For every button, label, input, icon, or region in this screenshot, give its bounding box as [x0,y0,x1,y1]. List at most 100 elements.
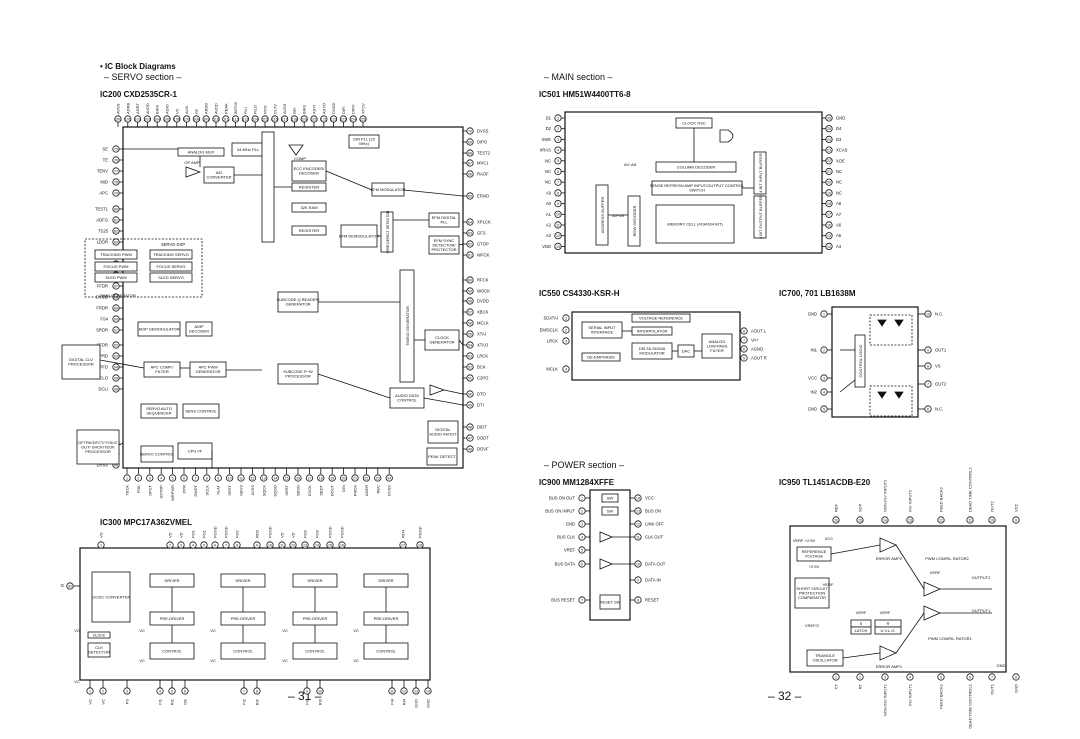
ic501-right-pin [825,210,833,218]
ic200-right-pin-label: DTO [477,392,487,397]
page-number-right: – 32 – [768,689,802,703]
ic300-top-pin-label: FO1 [191,529,196,538]
ic200-top-pin-label: BOTM [233,102,238,114]
ic501-right-pin-label: A7 [836,212,842,217]
ic550-de-emphasis-label: DE-EMPHASIS [587,354,615,359]
ic900-left-pin-label: BUS RESET [551,598,575,603]
ic200-top-pin-label: AVSS [282,103,287,114]
ic900-reset-sw [599,594,621,610]
ic200-bottom-pin-label: XRST [284,484,289,495]
ic200-wire [423,397,464,406]
ic550-dac-label: DAC [682,348,691,353]
ic200-top-pin-label: AUX [184,105,189,114]
ic300-top-pin-label: FO3 [315,529,320,538]
ic200-left-pin-label: SFDR [97,343,108,348]
ic300-bottom-pin-label: VC [88,699,93,705]
ic200-efm-demodulator-label: EFM DEMODULATOR [339,233,379,238]
ic200-efm-modulator-label: EFM MODULATOR [371,187,406,192]
ic200-left-pin-num: 90 [114,317,118,321]
ic200-right-pin [466,390,474,398]
ic200-focus-pwm [94,261,138,272]
ic950-pwm2: PWM COMPA- RATOR2 [925,556,969,561]
ic501-address-buffer-label: ADDRESS BUFFER [600,197,605,234]
ic200-bottom-pin-num: 24 [387,476,391,480]
ic950-top-pin [906,516,914,524]
ic300-bottom-pin [424,687,432,695]
ic200-right-pin-num: 68 [468,151,472,155]
ic200-top-pin-label: ADIO [165,104,170,114]
ic300-top-pin-label: PGND [328,526,333,538]
ic300-vc-label: VC [282,658,288,663]
ic300-vc-label: VC [74,679,80,684]
ic950-top-pin-label: INV INPUT2 [908,489,913,512]
ic501-clock-osc-label: CLOCK OSC [682,120,706,125]
ic300-driver-label: DRIVER [164,578,179,583]
ic300-dcdc-label: DC/DC CONVERTER [92,594,131,599]
ic700-diode [877,319,887,327]
ic300-bottom-pin-label: OE [183,699,188,705]
ic700-label: IC700, 701 LB1638M [779,289,856,298]
ic200-top-pin-num: 103 [144,117,150,121]
ic200-right-pin-label: DODT [477,436,489,441]
ic200-top-pin-label: ASYI [312,105,317,114]
ic300-top-pin-num: 18 [418,543,422,547]
ic200-right-pin-label: GTOP [477,242,489,247]
ic200-peak-detect-label: PEAK DETECT [428,454,456,459]
ic501-left-pin-label: XWE [541,137,551,142]
ic900-right-pin [634,507,642,515]
ic200-right-pin [466,149,474,157]
ic501-right-pin-label: GND [836,116,845,121]
ic950-bottom-pin-label: DEAD TIME CONTROL1 [968,683,973,728]
ic200-right-pin-label: DVSS [477,129,489,134]
ic950-bottom-pin-label: GND [1014,684,1019,693]
ic200-right-pin [466,374,474,382]
ic501-right-pin-num: 22 [827,159,831,163]
ic950-bottom-pin-num: 2 [859,675,861,679]
ic950-bottom-pin-num: 4 [909,675,911,679]
ic200-right-pin-num: 67 [468,161,472,165]
ic501-right-pin-label: NC [836,180,842,185]
ic200-peak-detect [426,447,458,466]
ic300-top-pin [416,541,424,549]
ic200-left-pin-num: 94 [114,365,118,369]
ic501-right-pin-label: D3 [836,137,842,142]
ic700-right-pin-num: 8 [927,364,929,368]
ic200-bottom-pin-label: XLAT [216,484,221,494]
ic200-adip-decoder [185,321,213,337]
ic200-bottom-pin-num: 23 [376,476,380,480]
ic200-left-pin-label: TS25 [98,229,109,234]
ic200-top-pin-label: PCO [263,105,268,114]
ic300-bottom-pin [181,687,189,695]
ic200-bottom-pin-num: 14 [273,476,277,480]
ic300-top-pin-num: 14 [315,543,319,547]
ic501-right-pin-label: NC [836,190,842,195]
ic200-right-pin [466,330,474,338]
ic200-servo-dsp-label: SERVO DSP [161,242,186,247]
ic900-left-pin-num: 7 [581,598,583,602]
ic550-right-pin-label: AGND [751,347,763,352]
ic950-uvlo [874,626,902,635]
ic900-right-pin-label: BUS ON [645,509,661,514]
ic300-top-pin-label: VD [168,532,173,538]
ic200-top-pin-num: 122 [331,117,337,121]
ic200-34mhz-pll-label: 34-MHz PLL [237,147,260,152]
ic300-vc-label: VC [353,658,359,663]
ic300-clock-label: CLOCK [93,633,106,637]
ic550-left-pin [562,314,570,322]
ic200-top-pin-num: 105 [164,117,170,121]
ic200-sens-control [182,403,220,419]
ic501-left-pin-num: 11 [556,223,560,227]
ic200-top-pin-label: FE [194,109,199,114]
ic550-left-pin-label: MCLK [546,367,558,372]
ic501-left-pin-num: 3 [557,138,559,142]
ic200-bottom-pin-num: 21 [353,476,357,480]
ic200-top-pin-num: 110 [213,117,219,121]
ic200-right-pin-num: 47 [468,436,472,440]
ic200-bottom-pin-num: 16 [296,476,300,480]
ic300-bottom-pin [168,687,176,695]
ic200-right-pin-label: GFS [477,231,486,236]
servo-section-title: – SERVO section – [104,72,182,82]
ic900-clk-buf [599,531,614,543]
ic200-right-pin [466,240,474,248]
